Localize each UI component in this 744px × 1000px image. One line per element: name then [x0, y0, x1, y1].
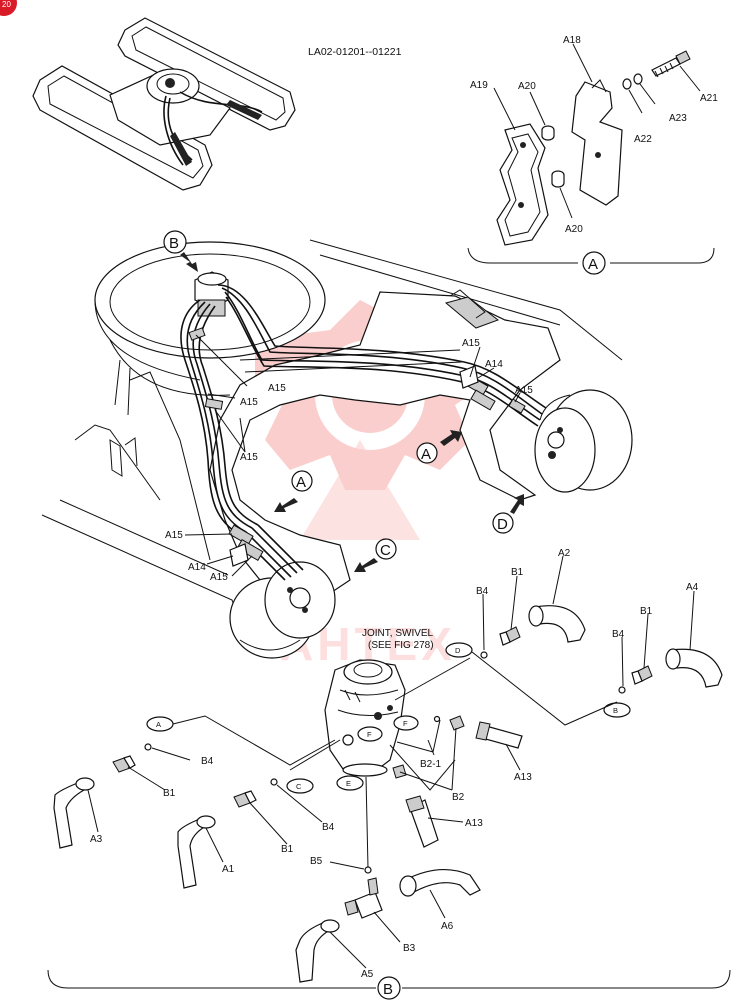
label-a22: A22 — [634, 134, 652, 145]
nipple-b1-4 — [631, 665, 653, 685]
label-a15-3: A15 — [240, 452, 258, 463]
port-label-b: B — [613, 706, 618, 715]
label-a14-right: A14 — [485, 359, 503, 370]
detail-b-swivel: A C E F F D B — [47, 548, 731, 1000]
label-a13-upper: A13 — [514, 772, 532, 783]
label-b4-2: B4 — [322, 822, 335, 833]
label-a20-top: A20 — [518, 81, 536, 92]
label-a15-1: A15 — [268, 383, 286, 394]
joint-swivel-note: JOINT, SWIVEL — [362, 628, 434, 639]
label-a15-7: A15 — [515, 385, 533, 396]
port-label-e: E — [346, 779, 351, 788]
label-b3: B3 — [403, 943, 416, 954]
joint-swivel-see-fig: (SEE FIG 278) — [368, 640, 434, 651]
nipple-b1-2 — [233, 790, 257, 808]
label-a3: A3 — [90, 834, 103, 845]
detail-a-bracket: A19 A20 A18 A21 A22 A23 A20 A — [467, 35, 718, 275]
label-a1: A1 — [222, 864, 235, 875]
callout-b-top: B — [169, 235, 179, 252]
callout-a-right: A — [421, 446, 431, 463]
detail-b-callout: B — [383, 981, 393, 998]
port-label-d: D — [455, 646, 461, 655]
port-label-c: C — [296, 782, 302, 791]
label-b4-1: B4 — [201, 756, 214, 767]
label-a2: A2 — [558, 548, 571, 559]
port-label-f-lower: F — [367, 730, 372, 739]
label-a20-bottom: A20 — [565, 224, 583, 235]
label-a14-left: A14 — [188, 562, 206, 573]
label-b1-2: B1 — [281, 844, 294, 855]
detail-a-callout: A — [588, 256, 598, 273]
port-label-f-upper: F — [403, 719, 408, 728]
main-assembly: A15 A15 A15 A15 A14 A15 A15 A14 A15 B A … — [41, 230, 633, 659]
label-b2: B2 — [452, 792, 465, 803]
label-a23: A23 — [669, 113, 687, 124]
label-a13-lower: A13 — [465, 818, 483, 829]
label-b1-1: B1 — [163, 788, 176, 799]
label-a18: A18 — [563, 35, 581, 46]
nipple-b1-3 — [499, 626, 521, 646]
undercarriage-inset — [32, 17, 296, 191]
callout-d: D — [497, 516, 508, 533]
page-badge: 20 — [0, 0, 17, 16]
label-a15-6: A15 — [462, 338, 480, 349]
page-badge-text: 20 — [2, 0, 11, 9]
label-a15-2: A15 — [240, 397, 258, 408]
label-a6: A6 — [441, 921, 454, 932]
label-b1-4: B1 — [640, 606, 653, 617]
serial-range-title: LA02-01201--01221 — [308, 46, 402, 58]
label-a19: A19 — [470, 80, 488, 91]
callout-c: C — [380, 542, 391, 559]
label-b5: B5 — [310, 856, 323, 867]
label-b2-1: B2-1 — [420, 759, 442, 770]
label-b4-4: B4 — [612, 629, 625, 640]
label-a15-5: A15 — [210, 572, 228, 583]
label-a4: A4 — [686, 582, 699, 593]
label-a5: A5 — [361, 969, 374, 980]
label-b4-3: B4 — [476, 586, 489, 597]
port-label-a: A — [156, 720, 161, 729]
label-a15-4: A15 — [165, 530, 183, 541]
label-b1-3: B1 — [511, 567, 524, 578]
callout-a-left: A — [296, 474, 306, 491]
label-a21: A21 — [700, 93, 718, 104]
